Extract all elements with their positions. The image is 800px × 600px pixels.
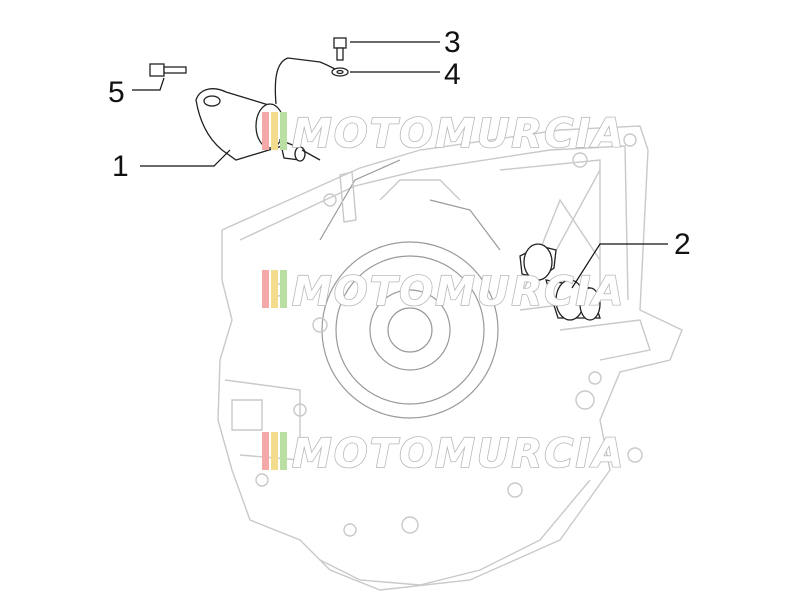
watermark-text: MOTOMURCIA xyxy=(292,111,625,157)
callout-number-4: 4 xyxy=(444,58,461,91)
screw-part-5 xyxy=(149,63,187,77)
callout-number-2: 2 xyxy=(674,228,691,261)
callout-number-3: 3 xyxy=(444,26,461,59)
bolt-part-3 xyxy=(333,37,347,61)
leader-line-1 xyxy=(140,149,231,167)
watermark-stripes xyxy=(262,432,287,470)
leader-lines xyxy=(132,41,668,289)
watermark-stripes xyxy=(262,270,287,308)
watermark-bottom: MOTOMURCIA xyxy=(262,430,625,478)
callout-number-5: 5 xyxy=(108,76,125,109)
crankcase-housing xyxy=(217,125,683,591)
watermark-top: MOTOMURCIA xyxy=(262,110,625,158)
watermark-stripes xyxy=(262,112,287,150)
watermark-text: MOTOMURCIA xyxy=(292,269,625,315)
starter-pinion-gear xyxy=(519,243,601,321)
callout-numbers: 1 2 3 4 5 xyxy=(108,26,691,261)
watermark-middle: MOTOMURCIA xyxy=(262,268,625,316)
leader-line-5 xyxy=(132,77,165,91)
leader-line-2 xyxy=(571,243,668,289)
washer-part-4 xyxy=(331,67,349,77)
callout-number-1: 1 xyxy=(112,150,129,183)
watermark-text: MOTOMURCIA xyxy=(292,431,625,477)
